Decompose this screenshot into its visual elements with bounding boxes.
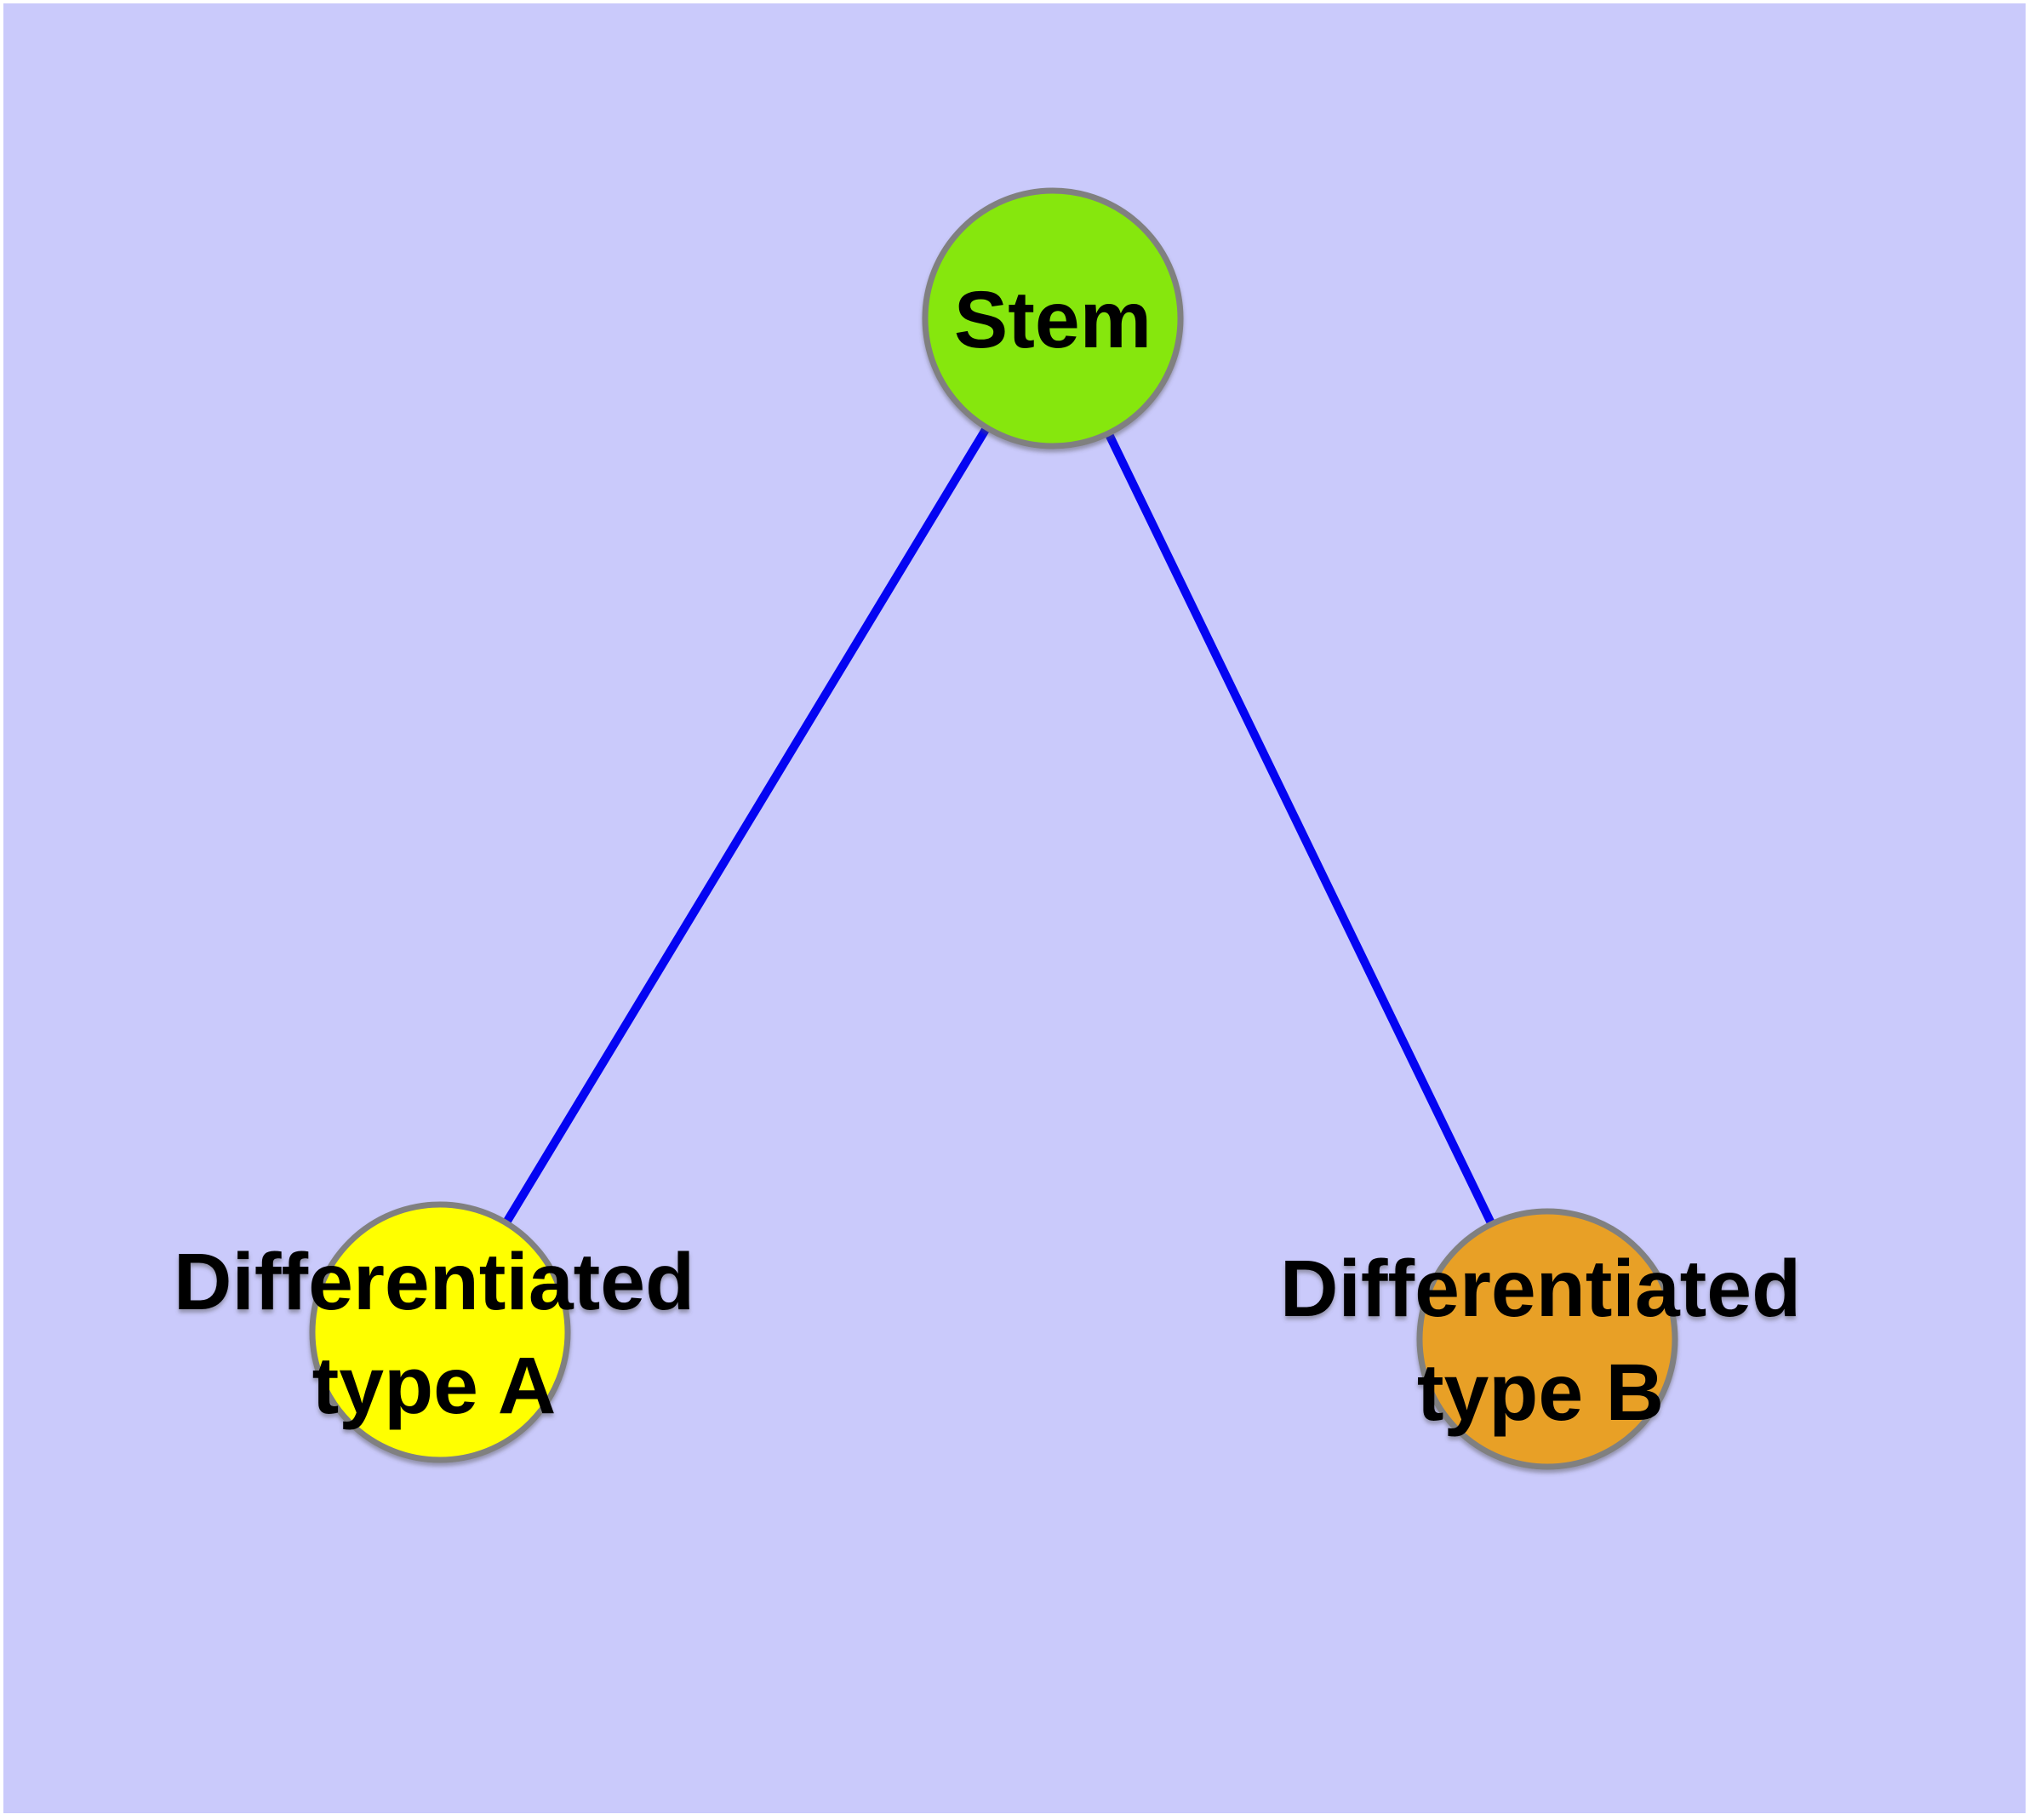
node-stem: Stem (922, 187, 1184, 449)
node-type-a-circle (309, 1201, 571, 1463)
nodes: Stem Differentiated type A Differentiate… (174, 187, 1801, 1470)
node-differentiated-type-a: Differentiated type A (174, 1201, 694, 1463)
node-differentiated-type-b: Differentiated type B (1280, 1208, 1801, 1470)
node-type-b-label-line1: Differentiated (1280, 1244, 1801, 1334)
node-stem-circle (922, 187, 1184, 449)
node-type-a-label-line1: Differentiated (174, 1237, 694, 1327)
edge-stem-to-type-a (436, 316, 1057, 1335)
node-stem-label: Stem (954, 275, 1152, 365)
edges (436, 316, 1552, 1342)
node-type-b-label-line2: type B (1417, 1348, 1664, 1438)
node-type-b-circle (1416, 1208, 1678, 1470)
node-type-a-label-line2: type A (312, 1341, 557, 1431)
edge-stem-to-type-b (1049, 316, 1552, 1342)
